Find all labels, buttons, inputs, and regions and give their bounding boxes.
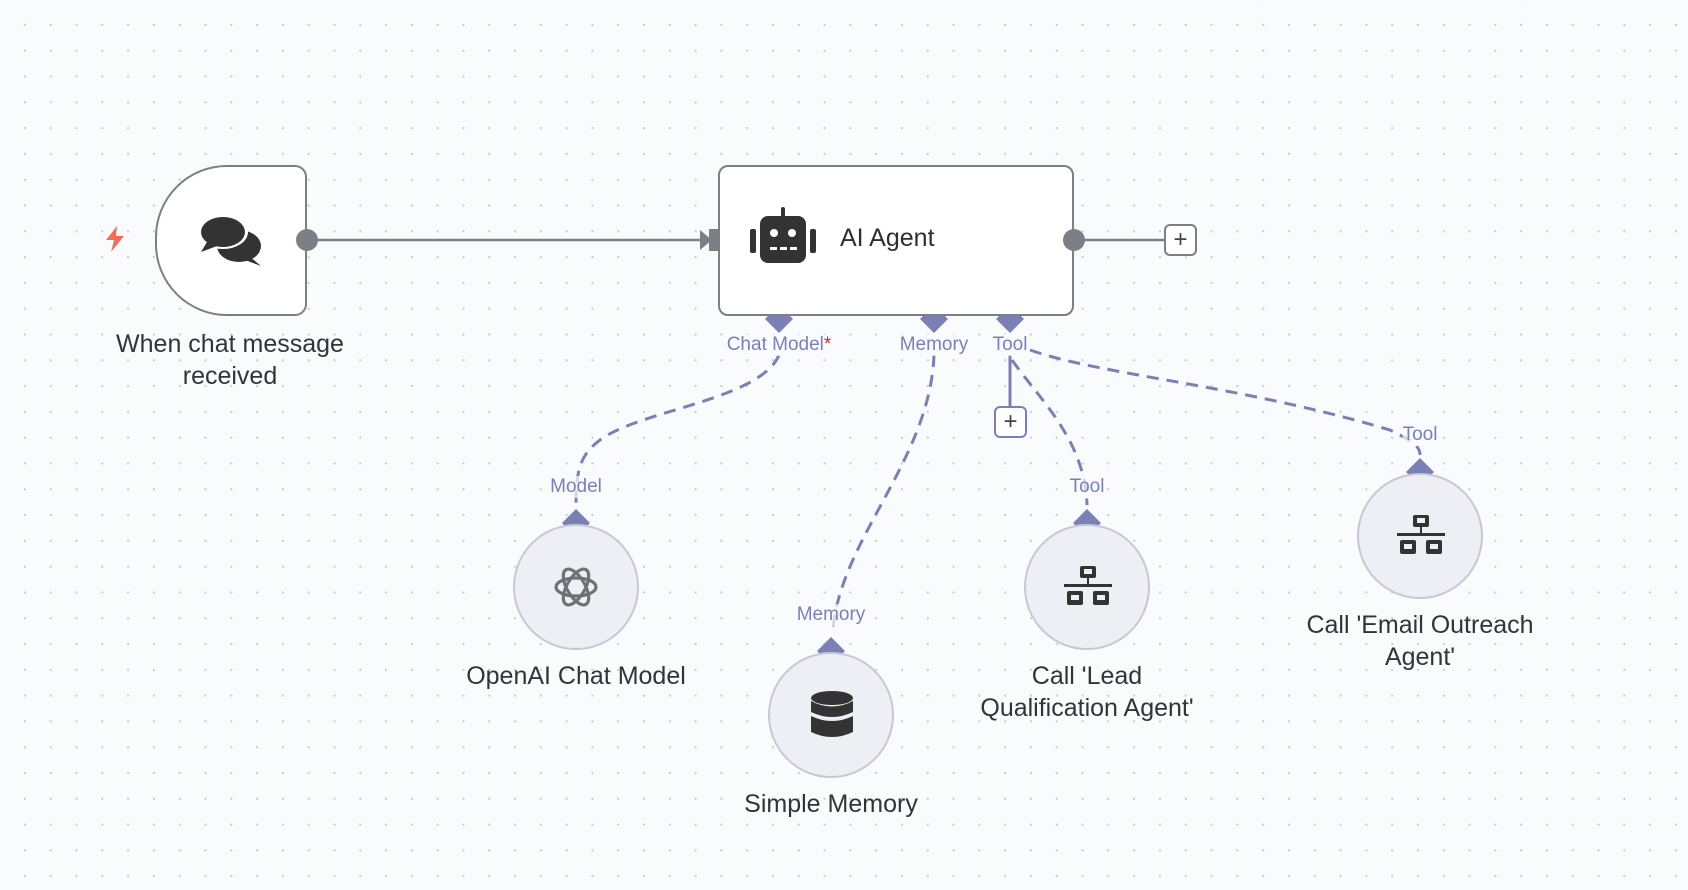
node-ai-agent[interactable]: AI Agent — [718, 165, 1074, 316]
trigger-output-port[interactable] — [296, 229, 318, 251]
chat-model-label-text: Chat Model — [726, 334, 824, 355]
port-label-memory: Memory — [899, 334, 969, 356]
node-call-email-outreach-agent[interactable] — [1357, 473, 1483, 599]
agent-output-port[interactable] — [1063, 229, 1085, 251]
connection-tool-email[interactable] — [1029, 348, 1422, 456]
openai-icon — [554, 567, 598, 607]
database-icon — [811, 691, 853, 737]
memory-port-label: Memory — [796, 604, 866, 626]
email-name-line-1: Call 'Email Outreach — [1306, 611, 1534, 639]
email-port-label: Tool — [1402, 424, 1438, 446]
chat-bubbles-icon — [198, 215, 261, 266]
trigger-node-name: When chat message received — [116, 328, 344, 392]
sitemap-icon — [1064, 566, 1112, 605]
trigger-bolt-icon — [106, 226, 124, 252]
agent-node-name: AI Agent — [840, 224, 935, 252]
memory-node-name: Simple Memory — [744, 790, 918, 818]
add-tool-button[interactable]: + — [994, 406, 1027, 438]
lead-name-line-2: Qualification Agent' — [980, 694, 1194, 722]
openai-port-label: Model — [550, 476, 602, 498]
connection-model[interactable] — [574, 354, 781, 506]
email-node-name: Call 'Email Outreach Agent' — [1306, 609, 1533, 673]
port-label-tool: Tool — [992, 334, 1028, 356]
sitemap-icon — [1397, 515, 1445, 554]
required-asterisk: * — [823, 334, 832, 355]
agent-input-port[interactable] — [709, 229, 719, 251]
node-simple-memory[interactable] — [768, 652, 894, 778]
lead-node-name: Call 'Lead Qualification Agent' — [980, 660, 1193, 724]
node-call-lead-qualification-agent[interactable] — [1024, 524, 1150, 650]
lead-port-label: Tool — [1069, 476, 1105, 498]
connection-arrowhead — [700, 230, 712, 250]
trigger-name-line-1: When chat message — [116, 330, 344, 358]
node-openai-chat-model[interactable] — [513, 524, 639, 650]
port-label-chat-model: Chat Model* — [726, 334, 832, 356]
node-chat-trigger[interactable] — [155, 165, 307, 316]
lead-name-line-1: Call 'Lead — [1031, 662, 1143, 690]
email-name-line-2: Agent' — [1384, 643, 1456, 671]
add-node-after-agent-button[interactable]: + — [1164, 224, 1197, 256]
trigger-name-line-2: received — [182, 362, 278, 390]
robot-icon — [750, 207, 816, 263]
openai-node-name: OpenAI Chat Model — [466, 662, 686, 690]
connection-memory[interactable] — [831, 354, 936, 631]
